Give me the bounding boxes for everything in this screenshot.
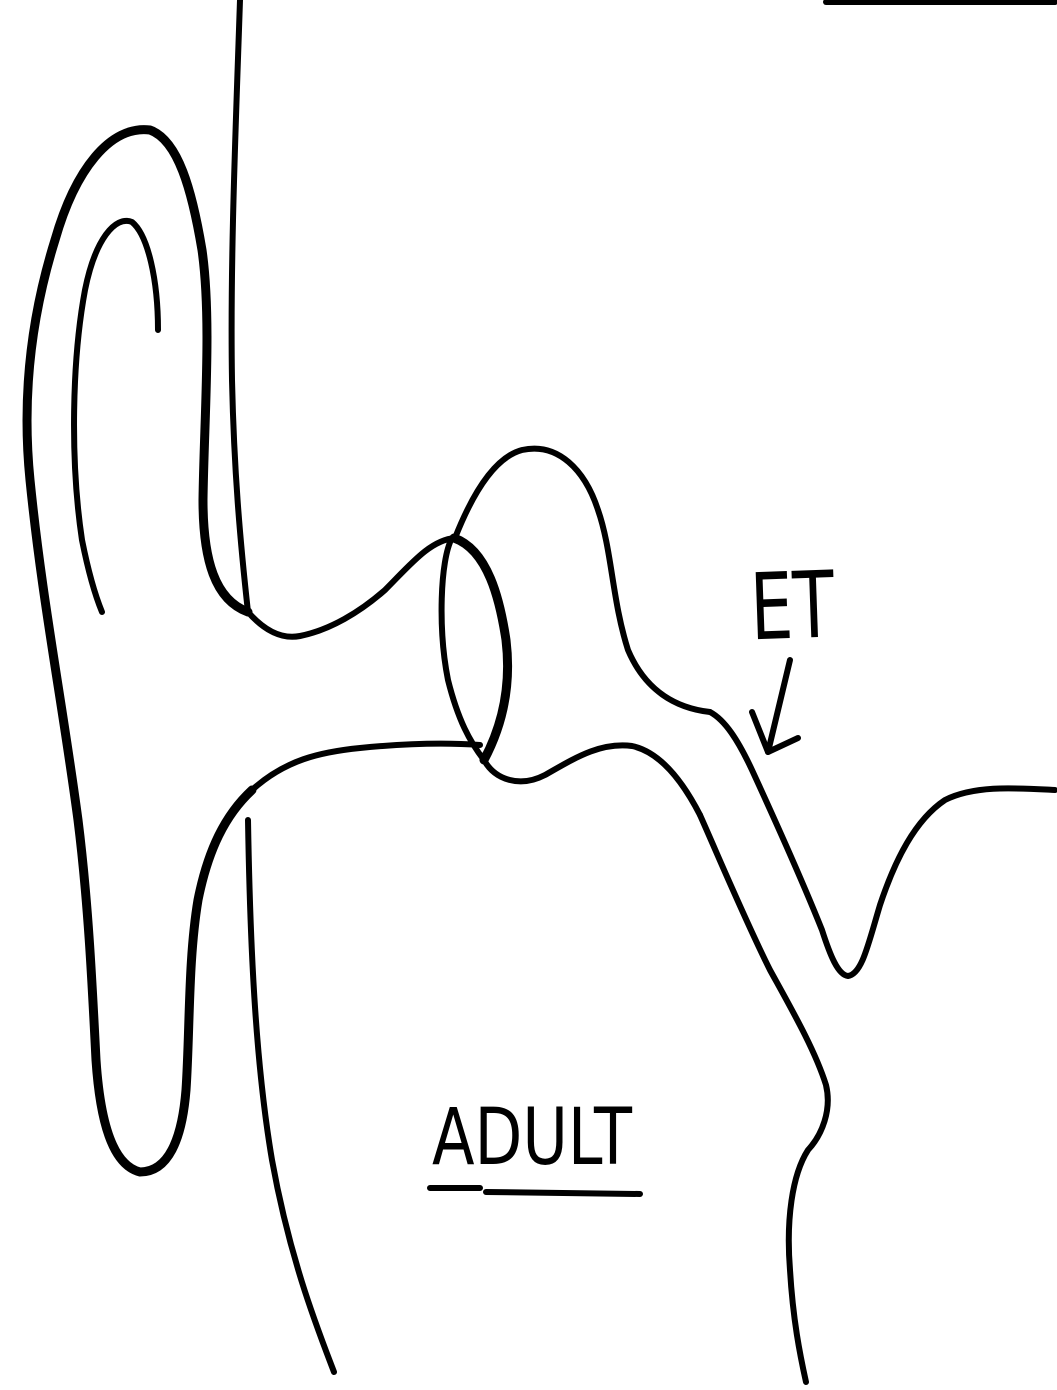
pinna-helix — [27, 130, 252, 1172]
ear-canal-lower — [252, 744, 480, 790]
et-label: ET — [748, 551, 836, 661]
middle-ear-floor — [484, 745, 700, 815]
caption-underline — [430, 1188, 640, 1194]
head-outline — [232, 0, 248, 612]
pinna-antihelix — [74, 221, 158, 612]
eustachian-tube-upper — [710, 712, 1055, 976]
eardrum — [442, 538, 484, 760]
et-arrow-shaft — [768, 660, 790, 752]
ear-canal-upper — [248, 538, 455, 637]
neck-inner-line — [248, 820, 334, 1372]
caption-label: ADULT — [432, 1093, 632, 1183]
